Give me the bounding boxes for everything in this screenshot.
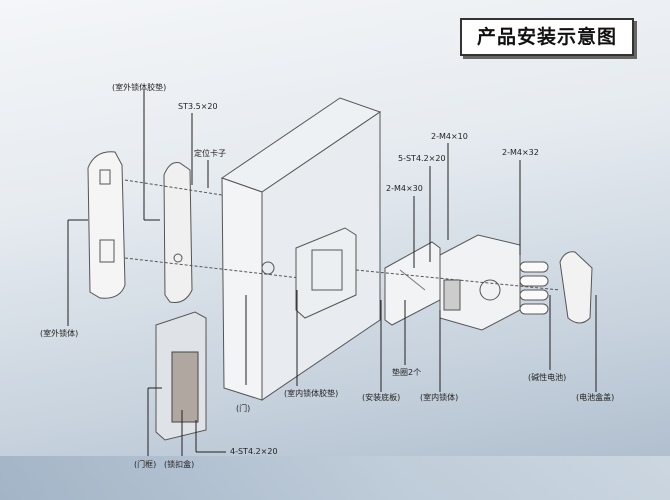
label-screw-st42-4: 4-ST4.2×20	[230, 447, 278, 456]
mount-plate	[384, 241, 441, 326]
background-band	[0, 456, 670, 500]
label-outdoor-lock: (室外锁体)	[40, 329, 79, 338]
outdoor-lock-body	[87, 151, 126, 299]
label-screw-st35: ST3.5×20	[178, 102, 218, 111]
label-mount-plate: (安装底板)	[362, 393, 401, 402]
batteries	[519, 261, 549, 315]
label-strike-box: (锁扣盒)	[164, 460, 195, 469]
label-battery: (碱性电池)	[528, 373, 567, 382]
label-door-frame: (门框)	[134, 460, 157, 469]
label-door: (门)	[236, 404, 251, 413]
indoor-gasket	[295, 227, 357, 319]
door-frame-strike	[155, 311, 207, 441]
label-screw-m4x10: 2-M4×10	[431, 132, 468, 141]
page-title: 产品安装示意图	[460, 18, 634, 56]
label-washers: 垫圈2个	[392, 368, 422, 377]
label-outdoor-gasket: (室外锁体胶垫)	[112, 83, 167, 92]
outdoor-gasket	[163, 162, 193, 303]
label-screw-m4x32: 2-M4×32	[502, 148, 539, 157]
label-battery-cover: (电池盒盖)	[576, 393, 615, 402]
indoor-lock-body	[439, 234, 521, 331]
label-screw-st42-5: 5-ST4.2×20	[398, 154, 446, 163]
label-locating-clip: 定位卡子	[194, 149, 226, 158]
label-indoor-gasket: (室内锁体胶垫)	[284, 389, 339, 398]
label-indoor-lock: (室内锁体)	[420, 393, 459, 402]
battery-cover	[559, 251, 593, 324]
label-screw-m4x30: 2-M4×30	[386, 184, 423, 193]
